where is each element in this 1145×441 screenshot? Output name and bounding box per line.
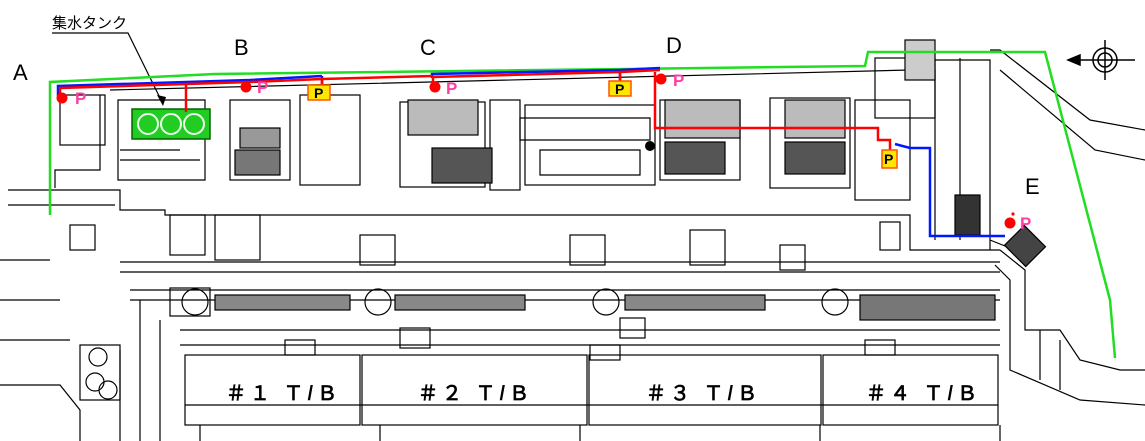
- pump-dot-d: [655, 73, 667, 85]
- green-boundary-line: [48, 50, 1117, 359]
- blue-drain-line: [56, 66, 1005, 238]
- equipment-marker: [645, 141, 655, 151]
- pit-pump-box-2: P: [608, 80, 632, 97]
- pump-dot-b: [240, 81, 252, 93]
- pump-dot-c: [429, 81, 441, 93]
- tank-label: 集水タンク: [52, 14, 127, 32]
- plant-outline: [0, 39, 1145, 441]
- area-label-a: A: [13, 60, 28, 85]
- area-label-e: E: [1025, 174, 1040, 199]
- pump-dots: [56, 73, 1016, 229]
- pump-label-b: P: [257, 78, 268, 97]
- pump-label-a: P: [75, 89, 86, 108]
- turbine-building-1-label: ＃１ Ｔ/Ｂ: [226, 383, 341, 405]
- pump-dot-a: [56, 92, 68, 104]
- area-label-b: B: [234, 35, 249, 60]
- turbine-building-4-label: ＃４ Ｔ/Ｂ: [866, 383, 981, 405]
- area-label-d: D: [666, 33, 682, 58]
- red-drain-line: [58, 68, 892, 152]
- turbine-building-2-label: ＃２ Ｔ/Ｂ: [418, 383, 533, 405]
- pump-label-c: P: [446, 79, 457, 98]
- collection-tank: [131, 108, 211, 140]
- pit-pump-box-3: P: [881, 149, 898, 169]
- pump-dot-e: [1004, 217, 1016, 229]
- area-label-c: C: [420, 35, 436, 60]
- north-arrow-icon: [1066, 40, 1135, 80]
- pump-label-e: P: [1020, 214, 1031, 233]
- svg-text:P: P: [884, 151, 893, 167]
- pump-label-d: P: [673, 71, 684, 90]
- pit-pump-box-1: P: [307, 84, 331, 101]
- tank-leader-arrow: [52, 32, 166, 106]
- svg-text:P: P: [314, 85, 323, 101]
- svg-text:P: P: [615, 81, 624, 97]
- turbine-building-3-label: ＃３ Ｔ/Ｂ: [646, 383, 761, 405]
